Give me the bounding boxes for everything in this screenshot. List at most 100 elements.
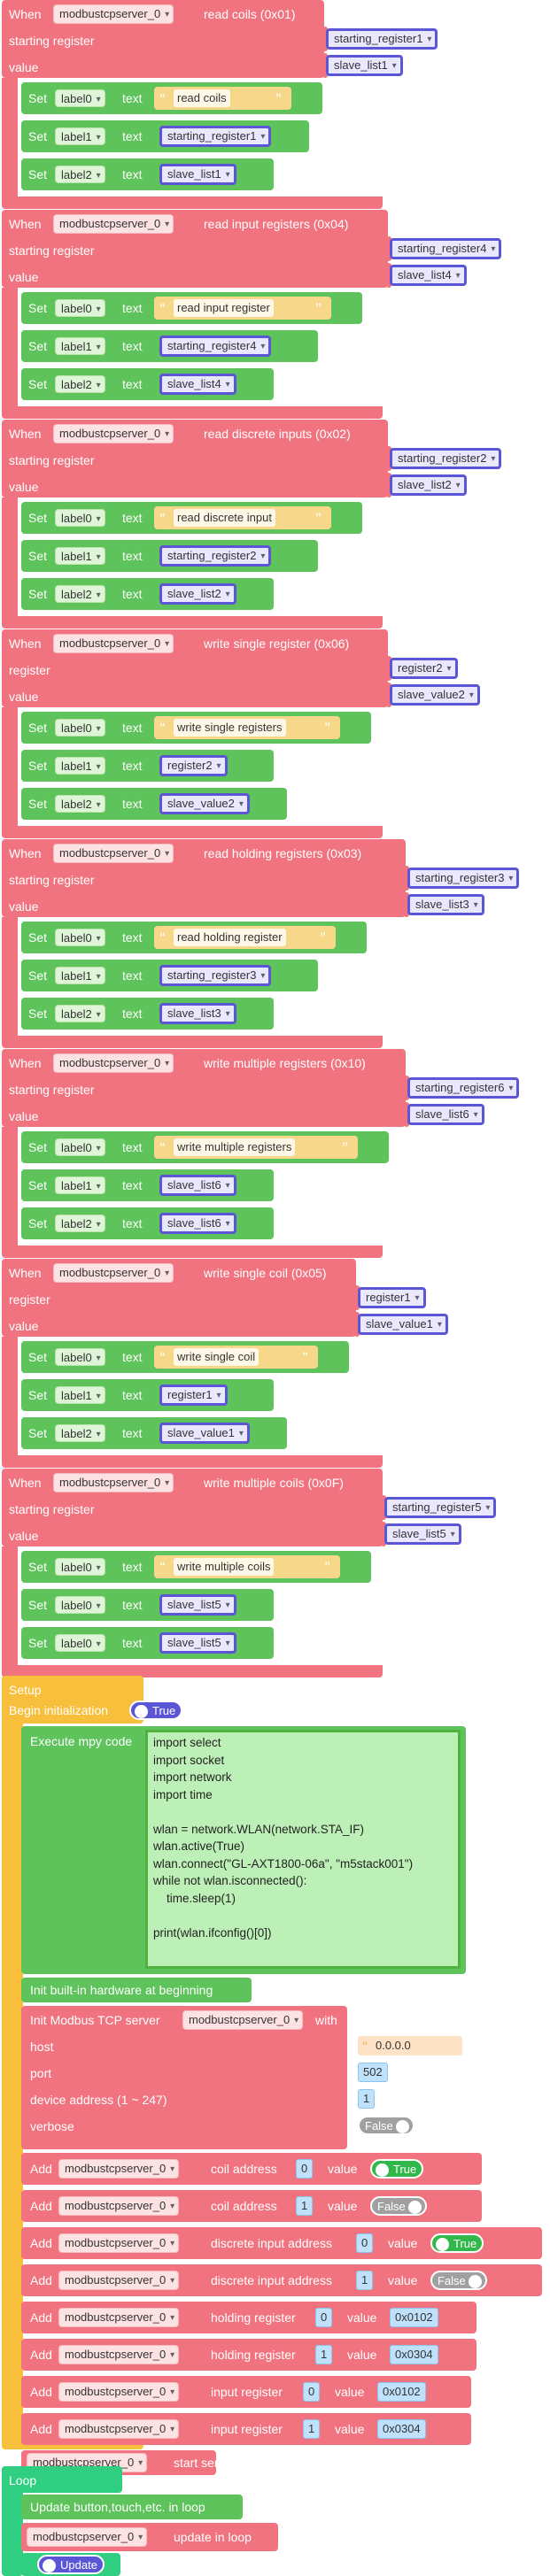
add-server-dropdown[interactable]: modbustcpserver_0 [58, 2196, 180, 2216]
text-variable[interactable]: slave_list3 [159, 1003, 236, 1024]
register-variable[interactable]: starting_register3 [407, 868, 520, 889]
mpy-code-editor[interactable]: import select import socket import netwo… [145, 1730, 461, 1969]
text-string-value[interactable]: read holding register [174, 929, 286, 946]
server-dropdown[interactable]: modbustcpserver_0 [53, 1473, 174, 1492]
server-dropdown[interactable]: modbustcpserver_0 [53, 1053, 174, 1073]
value-variable[interactable]: slave_value2 [390, 684, 480, 706]
label-dropdown[interactable]: label2 [55, 1424, 105, 1442]
server-dropdown[interactable]: modbustcpserver_0 [53, 844, 174, 863]
label-dropdown[interactable]: label0 [55, 299, 105, 317]
value-variable[interactable]: slave_value1 [358, 1314, 448, 1335]
text-variable[interactable]: slave_value2 [159, 793, 250, 814]
add-address-value[interactable]: 0 [356, 2233, 374, 2253]
label-dropdown[interactable]: label0 [55, 1348, 105, 1366]
text-string-value[interactable]: write multiple coils [174, 1558, 275, 1576]
label-dropdown[interactable]: label0 [55, 89, 105, 107]
host-value[interactable]: 0.0.0.0 [358, 2036, 462, 2055]
add-server-dropdown[interactable]: modbustcpserver_0 [58, 2159, 180, 2179]
add-address-value[interactable]: 0 [296, 2159, 314, 2179]
label-dropdown[interactable]: label2 [55, 585, 105, 603]
text-variable[interactable]: slave_value1 [159, 1423, 250, 1444]
value-variable[interactable]: slave_list4 [390, 265, 467, 286]
value-variable[interactable]: slave_list5 [384, 1523, 461, 1545]
add-address-value[interactable]: 1 [356, 2271, 374, 2290]
add-address-value[interactable]: 1 [296, 2196, 314, 2216]
label-dropdown[interactable]: label1 [55, 1386, 105, 1404]
label-dropdown[interactable]: label0 [55, 929, 105, 946]
text-string-value[interactable]: read coils [174, 89, 230, 107]
register-variable[interactable]: starting_register6 [407, 1077, 520, 1099]
server-dropdown[interactable]: modbustcpserver_0 [53, 4, 174, 24]
text-variable[interactable]: slave_list2 [159, 583, 236, 605]
text-variable[interactable]: register2 [159, 755, 228, 776]
label-dropdown[interactable]: label2 [55, 795, 105, 813]
text-string-value[interactable]: read discrete input [174, 509, 275, 527]
text-variable[interactable]: starting_register3 [159, 965, 272, 986]
add-server-dropdown[interactable]: modbustcpserver_0 [58, 2233, 180, 2253]
text-string-value[interactable]: write single registers [174, 719, 286, 737]
device-address-value[interactable]: 1 [358, 2089, 376, 2109]
update-loop-block[interactable] [21, 2495, 243, 2519]
add-server-dropdown[interactable]: modbustcpserver_0 [58, 2308, 180, 2327]
label-dropdown[interactable]: label2 [55, 1005, 105, 1022]
text-variable[interactable]: slave_list5 [159, 1594, 236, 1616]
update-button[interactable]: Update [37, 2555, 105, 2574]
text-variable[interactable]: starting_register4 [159, 335, 272, 357]
label-dropdown[interactable]: label2 [55, 375, 105, 393]
label-dropdown[interactable]: label0 [55, 719, 105, 737]
server-dropdown[interactable]: modbustcpserver_0 [53, 1263, 174, 1283]
value-variable[interactable]: slave_list3 [407, 894, 484, 915]
text-variable[interactable]: register1 [159, 1384, 228, 1406]
register-variable[interactable]: starting_register5 [384, 1497, 497, 1518]
label-dropdown[interactable]: label1 [55, 337, 105, 355]
register-variable[interactable]: register1 [358, 1287, 426, 1308]
label-dropdown[interactable]: label0 [55, 1634, 105, 1652]
register-variable[interactable]: starting_register1 [326, 28, 438, 50]
init-hardware-block[interactable] [21, 1978, 252, 2002]
add-address-value[interactable]: 0 [303, 2382, 321, 2402]
init-server-dropdown[interactable]: modbustcpserver_0 [182, 2010, 304, 2030]
init-modbus-block[interactable] [21, 2006, 347, 2149]
text-variable[interactable]: starting_register2 [159, 545, 272, 567]
register-variable[interactable]: starting_register4 [390, 238, 502, 259]
label-dropdown[interactable]: label0 [55, 509, 105, 527]
register-variable[interactable]: register2 [390, 658, 458, 679]
label-dropdown[interactable]: label1 [55, 127, 105, 145]
label-dropdown[interactable]: label1 [55, 1176, 105, 1194]
text-variable[interactable]: slave_list6 [159, 1175, 236, 1196]
text-string-value[interactable]: read input register [174, 299, 274, 317]
text-string-value[interactable]: write multiple registers [174, 1138, 296, 1156]
add-address-value[interactable]: 1 [315, 2345, 333, 2364]
add-value-toggle[interactable]: True [430, 2233, 484, 2253]
add-value-toggle[interactable]: False [370, 2196, 427, 2216]
value-variable[interactable]: slave_list6 [407, 1104, 484, 1125]
server-dropdown[interactable]: modbustcpserver_0 [53, 214, 174, 234]
add-server-dropdown[interactable]: modbustcpserver_0 [58, 2345, 180, 2364]
add-server-dropdown[interactable]: modbustcpserver_0 [58, 2271, 180, 2290]
add-address-value[interactable]: 1 [303, 2419, 321, 2439]
label-dropdown[interactable]: label1 [55, 547, 105, 565]
add-value-toggle[interactable]: True [370, 2159, 424, 2179]
server-dropdown[interactable]: modbustcpserver_0 [53, 424, 174, 443]
text-variable[interactable]: slave_list5 [159, 1632, 236, 1654]
text-variable[interactable]: slave_list4 [159, 374, 236, 395]
text-variable[interactable]: slave_list6 [159, 1213, 236, 1234]
text-variable[interactable]: slave_list1 [159, 164, 236, 185]
text-variable[interactable]: starting_register1 [159, 126, 272, 147]
add-value-number[interactable]: 0x0304 [390, 2345, 438, 2364]
label-dropdown[interactable]: label0 [55, 1558, 105, 1576]
add-server-dropdown[interactable]: modbustcpserver_0 [58, 2419, 180, 2439]
value-variable[interactable]: slave_list1 [326, 55, 403, 76]
label-dropdown[interactable]: label0 [55, 1596, 105, 1614]
add-address-value[interactable]: 0 [315, 2308, 333, 2327]
value-variable[interactable]: slave_list2 [390, 474, 467, 496]
label-dropdown[interactable]: label1 [55, 967, 105, 984]
label-dropdown[interactable]: label2 [55, 166, 105, 183]
verbose-toggle[interactable]: False [358, 2116, 414, 2135]
begin-init-toggle[interactable]: True [129, 1701, 183, 1720]
add-value-number[interactable]: 0x0304 [377, 2419, 426, 2439]
register-variable[interactable]: starting_register2 [390, 448, 502, 469]
add-value-number[interactable]: 0x0102 [390, 2308, 438, 2327]
port-value[interactable]: 502 [358, 2063, 388, 2082]
label-dropdown[interactable]: label2 [55, 1215, 105, 1232]
